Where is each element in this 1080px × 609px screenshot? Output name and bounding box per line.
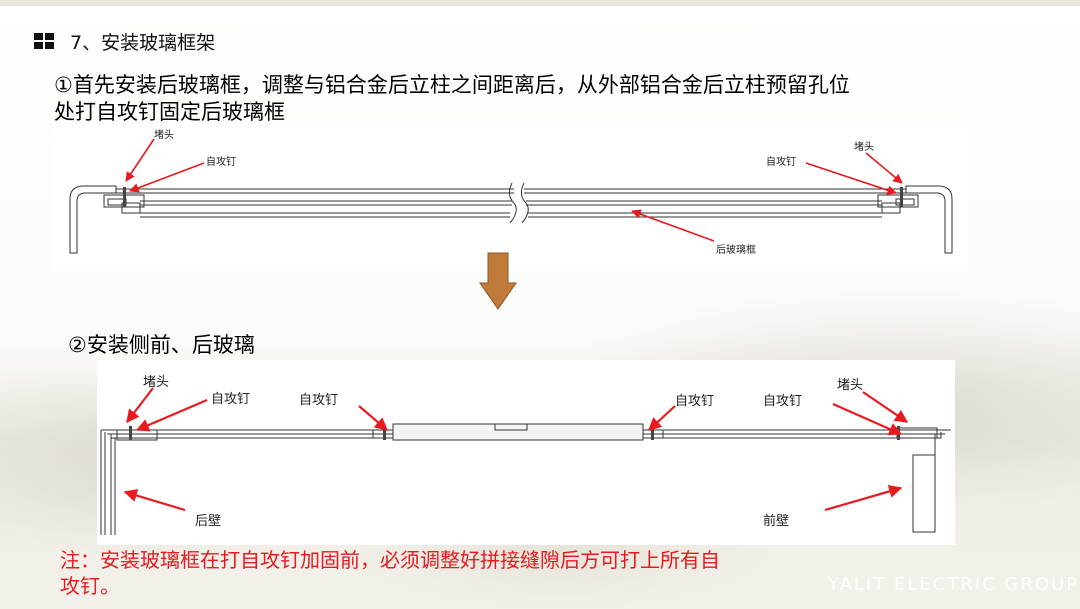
- diagram2-drawing: [100, 387, 951, 535]
- step1-line1: ①首先安装后玻璃框，调整与铝合金后立柱之间距离后，从外部铝合金后立柱预留孔位: [54, 73, 850, 97]
- top-bar: [0, 0, 1080, 6]
- diagram2-screw-3: [651, 426, 654, 440]
- arrow2-front-wall: [824, 484, 903, 512]
- label-screw-left: 自攻钉: [206, 157, 236, 168]
- arrow2-screw-4: [832, 402, 903, 436]
- note-line1: 注：安装玻璃框在打自攻钉加固前，必须调整好拼接缝隙后方可打上所有自: [60, 548, 720, 572]
- diagram2-screw-1: [129, 426, 132, 440]
- down-arrow-icon: [479, 252, 517, 310]
- arrow2-rear-wall: [123, 489, 186, 512]
- arrow2-plug-left: [126, 387, 154, 424]
- arrow2-screw-3: [648, 405, 676, 431]
- diagram1-screw-right: [900, 187, 903, 207]
- arrow-screw-left: [129, 162, 205, 193]
- step1-line2: 处打自攻钉固定后玻璃框: [54, 100, 285, 124]
- label2-screw-4: 自攻钉: [763, 394, 803, 409]
- diagram1-drawing: [69, 138, 953, 254]
- arrow2-plug-right: [862, 391, 909, 423]
- label2-screw-2: 自攻钉: [299, 393, 339, 408]
- arrow-plug-left: [125, 138, 155, 182]
- watermark: YALIT ELECTRIC GROUP: [828, 574, 1080, 595]
- arrow-rear-glass-frame: [631, 209, 715, 242]
- note-line2: 攻钉。: [60, 574, 120, 598]
- step1-text: ①首先安装后玻璃框，调整与铝合金后立柱之间距离后，从外部铝合金后立柱预留孔位 处…: [54, 72, 984, 126]
- label-plug-left: 堵头: [154, 130, 174, 141]
- label2-front-wall: 前壁: [763, 514, 790, 529]
- step2-text: ②安装侧前、后玻璃: [68, 333, 255, 357]
- note-text: 注：安装玻璃框在打自攻钉加固前，必须调整好拼接缝隙后方可打上所有自 攻钉。: [60, 547, 860, 599]
- label2-rear-wall: 后壁: [195, 514, 222, 529]
- label2-plug-left: 堵头: [143, 375, 170, 390]
- label2-plug-right: 堵头: [837, 378, 864, 393]
- label-screw-right: 自攻钉: [766, 157, 796, 168]
- diagram2-panel: 堵头 自攻钉 自攻钉 自攻钉 自攻钉 堵头 后壁 前壁: [97, 360, 955, 545]
- label2-screw-3: 自攻钉: [675, 394, 715, 409]
- diagram1-screw-left: [123, 187, 126, 207]
- bullet-grid-icon: [34, 33, 54, 49]
- label-rear-glass-frame: 后玻璃框: [716, 245, 756, 256]
- label2-screw-1: 自攻钉: [211, 392, 251, 407]
- slide-title: 7、安装玻璃框架: [34, 27, 215, 55]
- arrow-plug-right: [865, 152, 903, 184]
- diagram1-panel: 堵头 自攻钉 自攻钉 堵头 后玻璃框: [54, 123, 968, 271]
- arrow2-screw-2: [358, 405, 389, 431]
- arrow-screw-right: [805, 162, 897, 195]
- diagram2-screw-2: [383, 426, 386, 440]
- label-plug-right: 堵头: [854, 142, 874, 153]
- arrow2-screw-1: [135, 398, 208, 432]
- slide-title-text: 7、安装玻璃框架: [70, 31, 216, 54]
